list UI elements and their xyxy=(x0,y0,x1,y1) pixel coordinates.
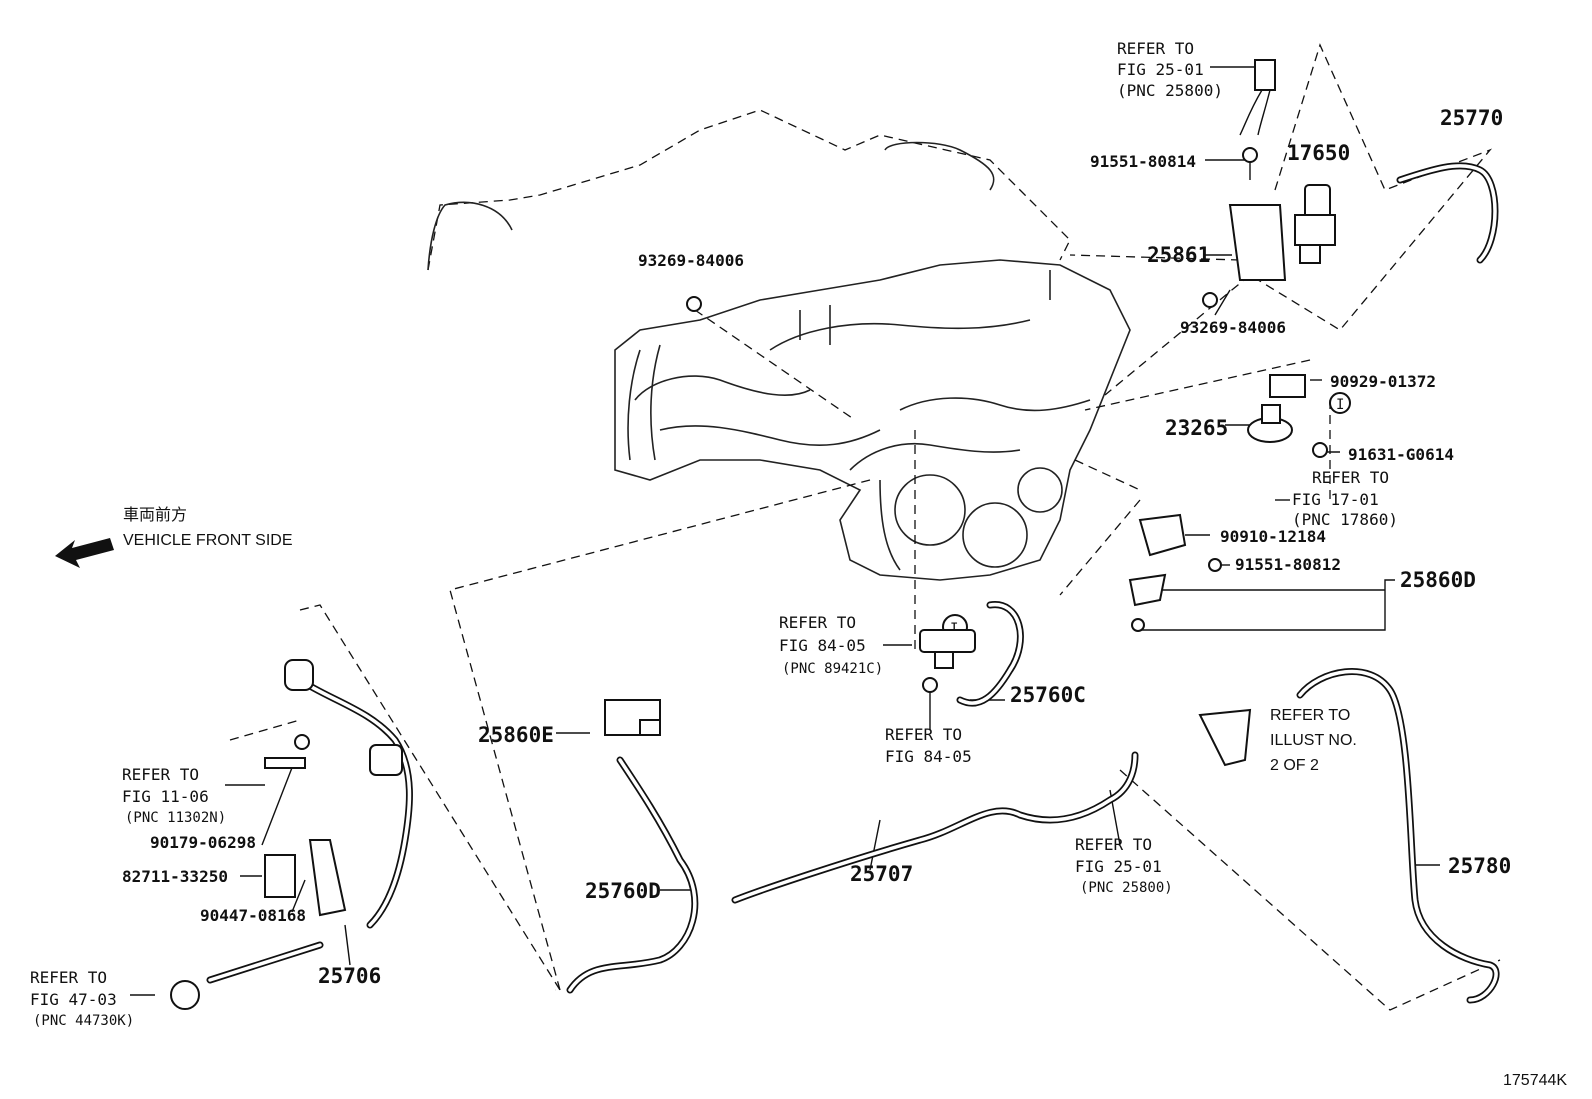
diagram-id: 175744K xyxy=(1503,1072,1567,1089)
label-90447-08168: 90447-08168 xyxy=(200,906,306,925)
svg-text:(PNC 44730K): (PNC 44730K) xyxy=(33,1013,134,1029)
label-25706: 25706 xyxy=(318,964,381,988)
label-17650: 17650 xyxy=(1287,141,1350,165)
solid-leaders xyxy=(130,66,1440,996)
label-91551-80814: 91551-80814 xyxy=(1090,152,1196,171)
ref-fig-25-01-bottom: REFER TO FIG 25-01 (PNC 25800) xyxy=(1075,835,1173,896)
ref-fig-17-01: REFER TO FIG 17-01 (PNC 17860) xyxy=(1292,468,1398,529)
ref-fig-84-05-a: REFER TO FIG 84-05 (PNC 89421C) xyxy=(779,613,883,677)
label-90929-01372: 90929-01372 xyxy=(1330,372,1436,391)
ref-fig-84-05-b: REFER TO FIG 84-05 xyxy=(885,725,972,766)
label-25780: 25780 xyxy=(1448,854,1511,878)
svg-text:(PNC 11302N): (PNC 11302N) xyxy=(125,810,226,826)
ref-fig-47-03: REFER TO FIG 47-03 (PNC 44730K) xyxy=(30,968,134,1029)
label-25861: 25861 xyxy=(1147,243,1210,267)
svg-text:(PNC 25800): (PNC 25800) xyxy=(1117,81,1223,100)
label-25760D: 25760D xyxy=(585,879,661,903)
svg-text:FIG 84-05: FIG 84-05 xyxy=(779,636,866,655)
arrow-left-icon xyxy=(55,538,114,568)
svg-text:ILLUST NO.: ILLUST NO. xyxy=(1270,732,1357,749)
svg-text:REFER TO: REFER TO xyxy=(885,725,962,744)
front-arrow: 車両前方 VEHICLE FRONT SIDE xyxy=(55,506,293,568)
label-25707: 25707 xyxy=(850,862,913,886)
svg-text:FIG 17-01: FIG 17-01 xyxy=(1292,490,1379,509)
label-25770: 25770 xyxy=(1440,106,1503,130)
svg-text:(PNC 89421C): (PNC 89421C) xyxy=(782,661,883,677)
svg-text:FIG 47-03: FIG 47-03 xyxy=(30,990,117,1009)
svg-text:FIG 84-05: FIG 84-05 xyxy=(885,747,972,766)
svg-text:2 OF 2: 2 OF 2 xyxy=(1270,757,1319,774)
svg-text:REFER TO: REFER TO xyxy=(1075,835,1152,854)
svg-text:REFER TO: REFER TO xyxy=(1117,39,1194,58)
components: I I xyxy=(170,59,1500,1010)
ref-fig-25-01-top: REFER TO FIG 25-01 (PNC 25800) xyxy=(1117,39,1223,100)
label-23265: 23265 xyxy=(1165,416,1228,440)
label-91551-80812: 91551-80812 xyxy=(1235,555,1341,574)
ref-fig-11-06: REFER TO FIG 11-06 (PNC 11302N) xyxy=(122,765,226,826)
svg-text:(PNC 25800): (PNC 25800) xyxy=(1080,880,1173,896)
label-93269-84006-a: 93269-84006 xyxy=(638,251,744,270)
svg-text:REFER TO: REFER TO xyxy=(1312,468,1389,487)
label-93269-84006-b: 93269-84006 xyxy=(1180,318,1286,337)
engine-assembly xyxy=(427,109,1131,581)
label-25860E: 25860E xyxy=(478,723,554,747)
front-label-en: VEHICLE FRONT SIDE xyxy=(123,532,293,549)
part-labels: 25770 17650 25861 23265 25860D 25760C 25… xyxy=(122,106,1511,988)
svg-text:FIG 25-01: FIG 25-01 xyxy=(1117,60,1204,79)
ref-illust-2-of-2: REFER TO ILLUST NO. 2 OF 2 xyxy=(1270,707,1357,774)
svg-text:REFER TO: REFER TO xyxy=(30,968,107,987)
label-25760C: 25760C xyxy=(1010,683,1086,707)
front-label-jp: 車両前方 xyxy=(123,506,187,524)
label-25860D: 25860D xyxy=(1400,568,1476,592)
svg-text:REFER TO: REFER TO xyxy=(1270,707,1350,724)
label-82711-33250: 82711-33250 xyxy=(122,867,228,886)
svg-text:(PNC 17860): (PNC 17860) xyxy=(1292,510,1398,529)
label-91631-g0614: 91631-G0614 xyxy=(1348,445,1454,464)
label-90179-06298: 90179-06298 xyxy=(150,833,256,852)
svg-text:FIG 25-01: FIG 25-01 xyxy=(1075,857,1162,876)
svg-text:FIG 11-06: FIG 11-06 xyxy=(122,787,209,806)
marker-label-a: I xyxy=(1336,397,1344,413)
svg-text:REFER TO: REFER TO xyxy=(779,613,856,632)
label-90910-12184: 90910-12184 xyxy=(1220,527,1326,546)
reference-labels: REFER TO FIG 25-01 (PNC 25800) REFER TO … xyxy=(30,39,1398,1029)
svg-text:REFER TO: REFER TO xyxy=(122,765,199,784)
